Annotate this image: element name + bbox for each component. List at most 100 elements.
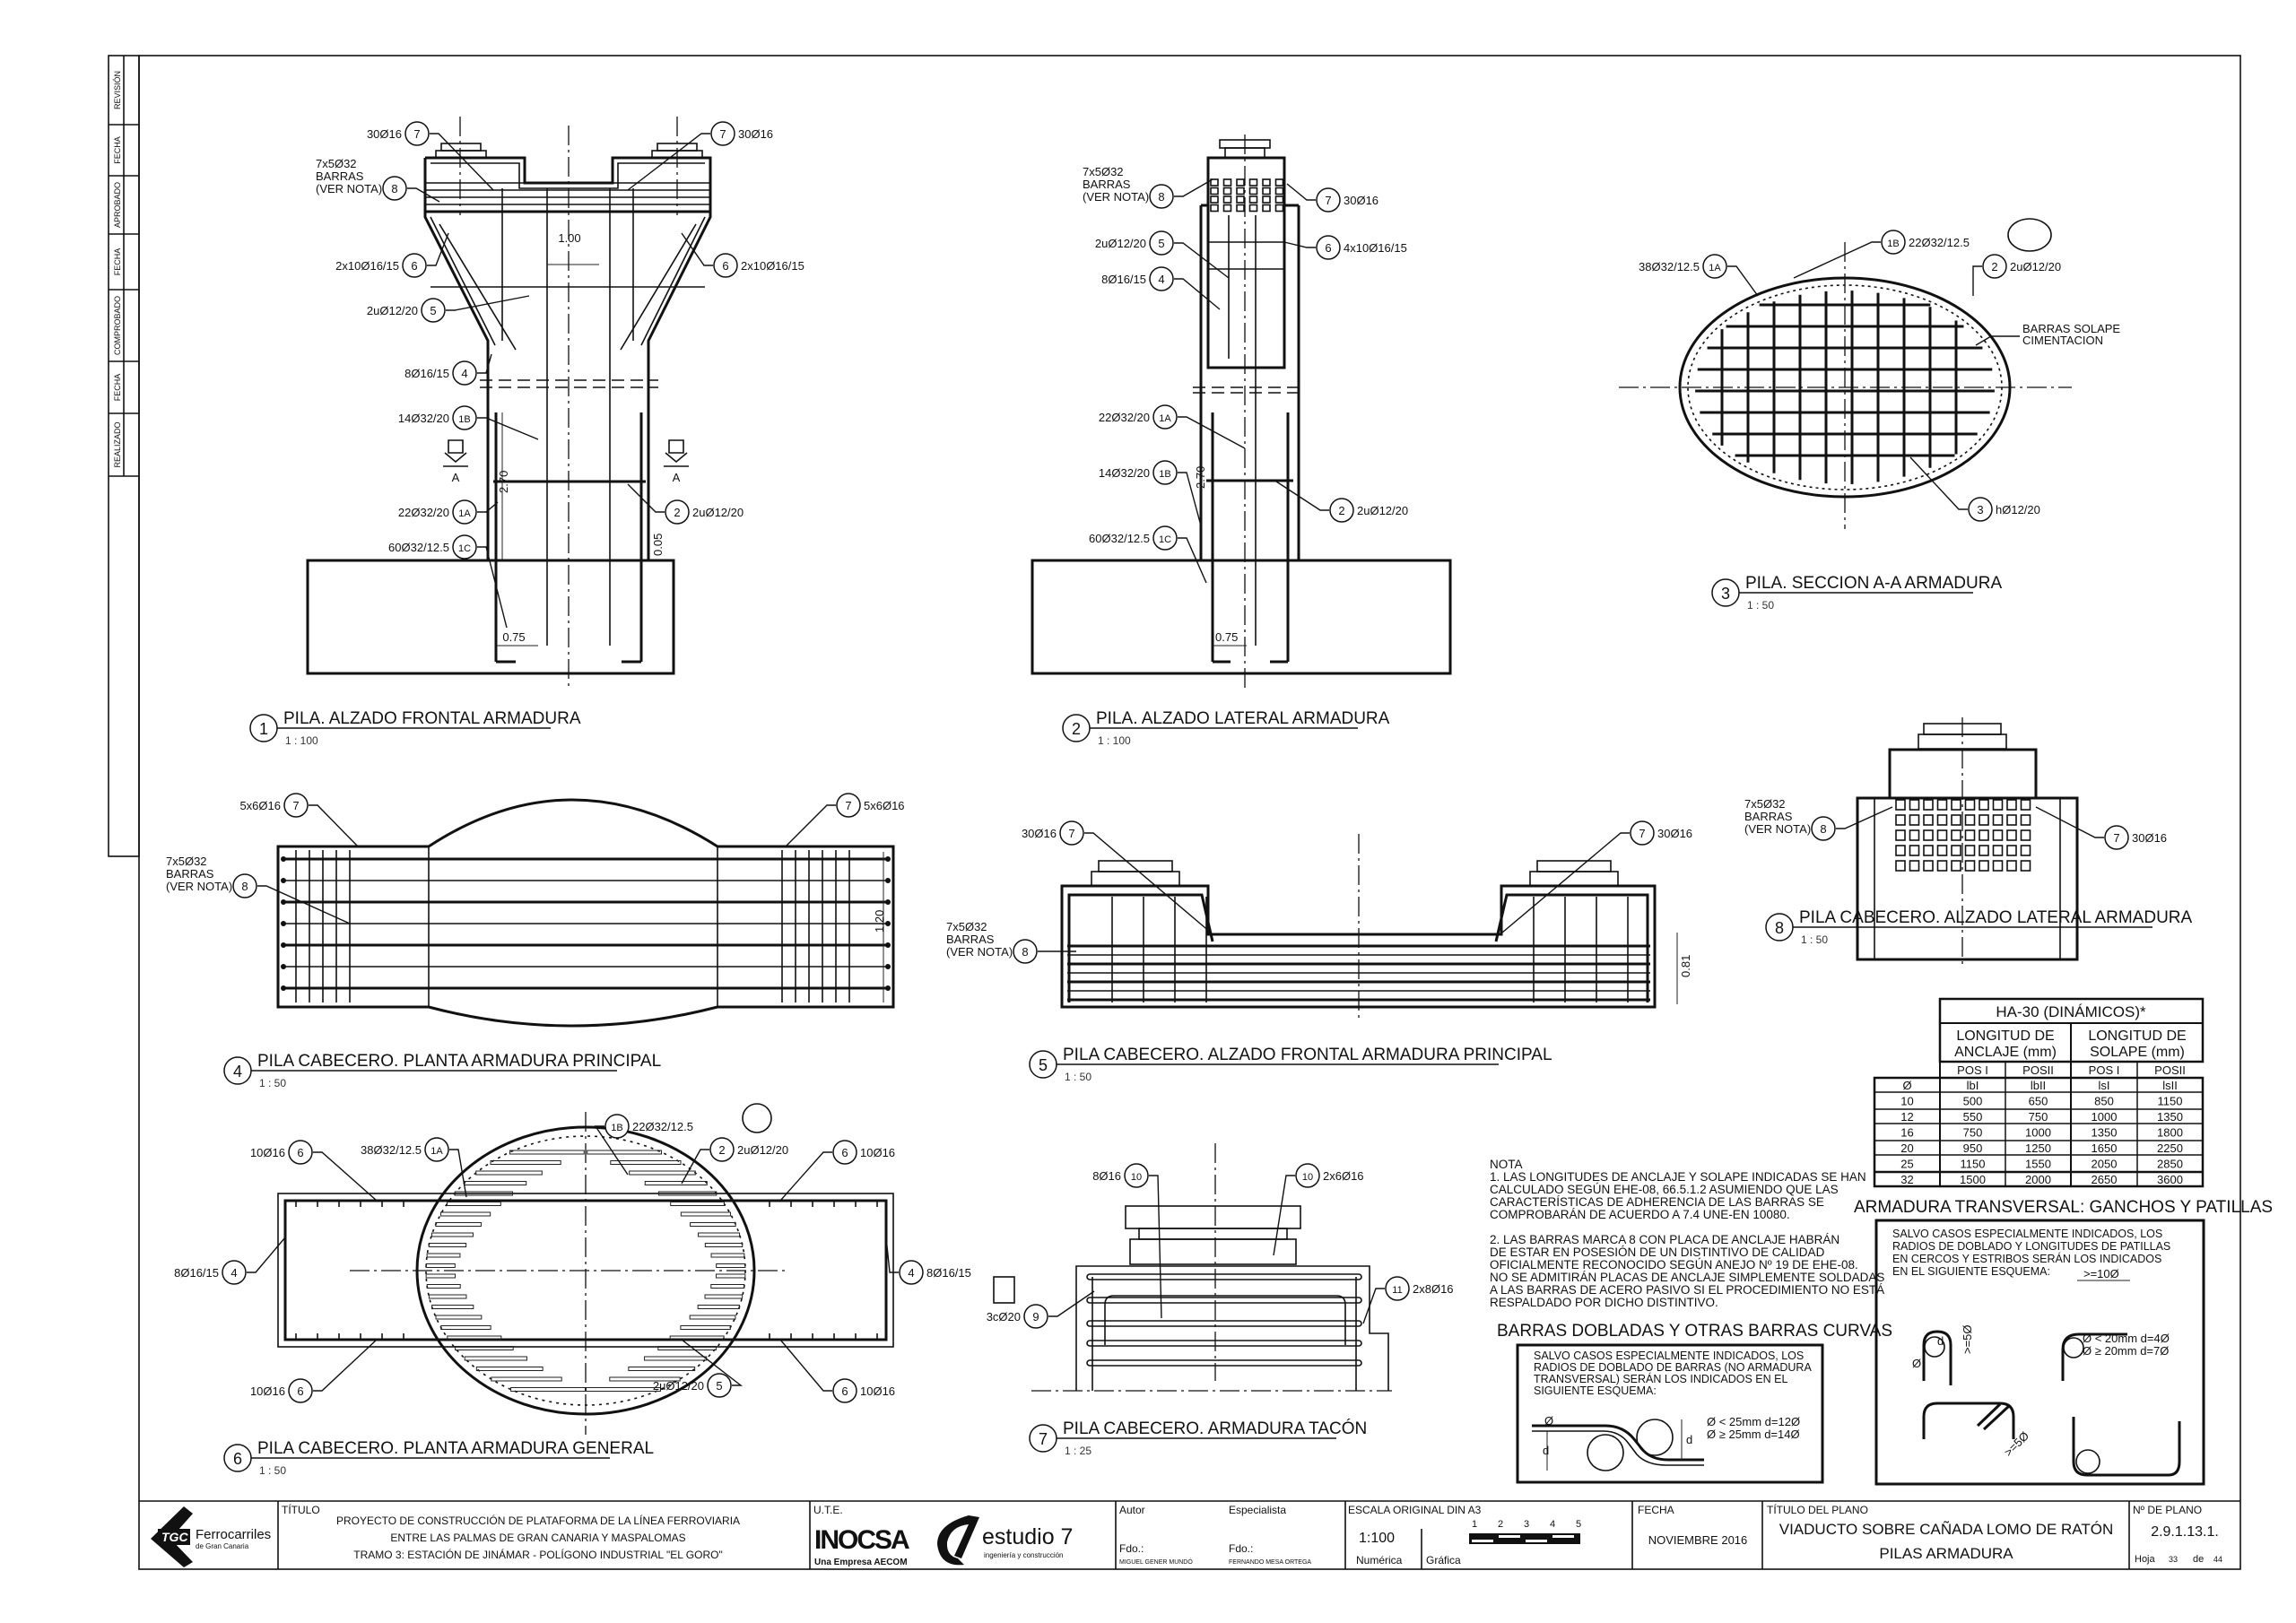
bar-spec: 8Ø16/15 <box>926 1266 971 1280</box>
mark-number: 7 <box>1325 194 1331 207</box>
column-header: lbII <box>2031 1079 2046 1092</box>
mark-bubble <box>1881 230 1906 255</box>
numeric-scale: 1:100 <box>1359 1531 1395 1546</box>
revision-field-label: FECHA <box>113 374 122 402</box>
drawing-title: VIADUCTO SOBRE CAÑADA LOMO DE RATÓN <box>1779 1521 2114 1538</box>
bar-spec: 2x10Ø16/15 <box>335 259 399 273</box>
mark-number: 6 <box>841 1384 848 1398</box>
text-line: SIGUIENTE ESQUEMA: <box>1534 1384 1657 1397</box>
leader-line <box>885 1237 899 1273</box>
table-cell: 12 <box>1900 1110 1913 1124</box>
dimension-label: 0.75 <box>1215 630 1238 644</box>
table-cell: 2250 <box>2157 1141 2183 1155</box>
revision-strip: REVISIÓNFECHAAPROBADOFECHACOMPROBADOFECH… <box>108 55 140 857</box>
bar-spec: 5x6Ø16 <box>239 799 281 812</box>
position-header: POSII <box>2022 1063 2054 1077</box>
bar-spec: (VER NOTA) <box>166 880 232 893</box>
foundation <box>306 559 675 675</box>
mark-number: 5 <box>430 304 436 317</box>
bar-spec: 10Ø16 <box>250 1146 285 1159</box>
column-header: Ø <box>1902 1079 1911 1092</box>
bar-spec: 5x6Ø16 <box>864 799 905 812</box>
drawing-1-front-elevation: A A 1.00 2.70 0.05 0.75 <box>306 117 712 690</box>
mark-number: 11 <box>1392 1285 1402 1296</box>
mark-bubble <box>1149 266 1174 291</box>
leader-line <box>779 1339 832 1392</box>
leader-line <box>477 501 499 513</box>
mark-number: 1B <box>1159 469 1170 480</box>
bar-spec: 30Ø16 <box>367 127 402 141</box>
mark-bubble <box>1149 184 1174 209</box>
svg-text:INOCSA: INOCSA <box>814 1525 909 1555</box>
leader-line <box>1286 183 1316 201</box>
text-line: EN CERCOS Y ESTRIBOS SERÁN LOS INDICADOS <box>1892 1252 2161 1265</box>
bar-spec: BARRAS <box>946 933 995 946</box>
table-cell: 25 <box>1900 1158 1913 1171</box>
scale-tick: 1 <box>1472 1519 1477 1530</box>
mark-bubble <box>1152 525 1178 551</box>
svg-text:Ferrocarriles: Ferrocarriles <box>196 1527 271 1542</box>
text-line: RADIOS DE DOBLADO Y LONGITUDES DE PATILL… <box>1892 1240 2170 1253</box>
leader-line <box>1178 416 1246 449</box>
label: Nº DE PLANO <box>2133 1504 2202 1516</box>
table-cell: 1000 <box>2092 1110 2118 1124</box>
table-cell: 750 <box>2029 1110 2048 1124</box>
project-title-line: PROYECTO DE CONSTRUCCIÓN DE PLATAFORMA D… <box>336 1514 740 1527</box>
table-cell: 2650 <box>2092 1173 2118 1186</box>
bar-spec: 60Ø32/12.5 <box>388 541 449 554</box>
leader-line <box>1084 832 1212 933</box>
mark-bubble <box>832 1140 857 1165</box>
leader-line <box>681 1339 744 1386</box>
position-header: POS I <box>2089 1063 2120 1077</box>
table-cell: 1550 <box>2025 1158 2051 1171</box>
table-cell: 1150 <box>1961 1158 1986 1171</box>
text-line: RADIOS DE DOBLADO DE BARRAS (NO ARMADURA <box>1534 1361 1812 1374</box>
section-heading: ARMADURA TRANSVERSAL: GANCHOS Y PATILLAS <box>1854 1198 2273 1217</box>
mark-number: 2 <box>1991 260 1997 273</box>
mark-bubble <box>665 499 690 525</box>
scale-tick: 4 <box>1550 1519 1555 1530</box>
section-arrow-left <box>444 439 467 464</box>
foundation <box>1031 559 1452 675</box>
bar-spec: 2uØ12/20 <box>367 304 418 317</box>
mark-number: 7 <box>1639 827 1645 840</box>
mark-number: 2 <box>674 506 680 519</box>
view-number: 5 <box>1039 1056 1048 1074</box>
mark-bubble <box>1968 497 1993 522</box>
view-number: 2 <box>1072 720 1081 738</box>
leader-line <box>257 885 351 924</box>
view-title: PILA CABECERO. ALZADO LATERAL ARMADURA <box>1799 908 2193 927</box>
mark-bubble <box>1316 235 1341 260</box>
bearing-left <box>440 143 482 152</box>
bar-spec: 22Ø32/20 <box>1099 411 1150 424</box>
mark-number: 8 <box>1022 945 1028 959</box>
label: de <box>2193 1554 2204 1565</box>
label: U.T.E. <box>813 1504 843 1516</box>
drawing-7-heel <box>993 1143 1392 1392</box>
mark-number: 10 <box>1302 1172 1313 1183</box>
view-number: 4 <box>233 1063 242 1081</box>
mark-number: 7 <box>1068 827 1074 840</box>
mark-number: 6 <box>297 1384 303 1398</box>
revision-field-label: COMPROBADO <box>113 296 122 355</box>
revision-field-label: REVISIÓN <box>113 71 122 109</box>
section-arrow-right <box>665 439 688 464</box>
leader-line <box>1283 241 1316 248</box>
